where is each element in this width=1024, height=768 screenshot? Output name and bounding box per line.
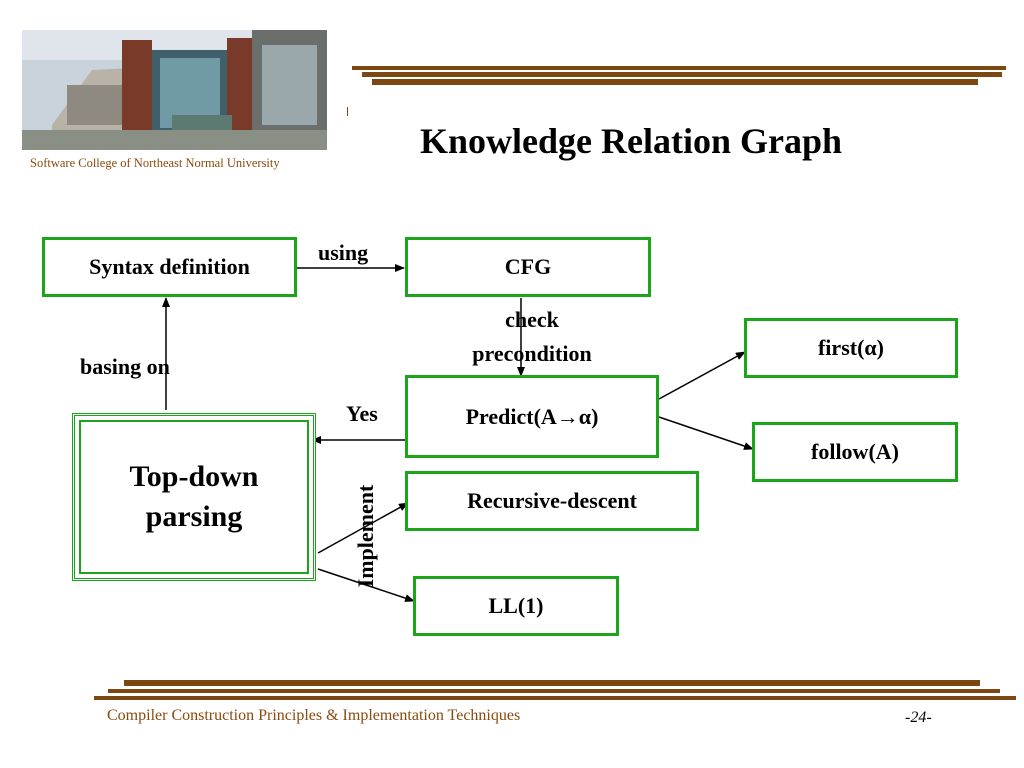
college-name: Software College of Northeast Normal Uni… [30,156,280,170]
building-photo [22,30,327,150]
header-tick [347,107,348,116]
top-rule-3 [372,79,978,85]
node-first-label: first(α) [817,335,885,360]
edge-label-precondition: precondition [472,341,592,366]
footer-course-title: Compiler Construction Principles & Imple… [107,707,521,724]
arrow-predict-to-first [658,351,746,400]
node-syntax-label: Syntax definition [89,254,250,279]
page-number: -24- [905,709,932,726]
bottom-rule-3 [94,696,1016,700]
node-first: first(α) [744,318,958,378]
top-rule-2 [362,72,1002,77]
arrow-topdown-to-ll1 [317,568,415,602]
arrow-topdown-to-recursive [317,502,409,554]
bottom-rule-1 [124,680,980,686]
slide-title: Knowledge Relation Graph [420,121,843,161]
top-rule-1 [352,66,1006,70]
node-topdown-line1: Top-down [129,460,259,493]
edge-label-yes: Yes [346,401,378,426]
node-predict: Predict(A→α) [405,375,659,458]
arrow-predict-to-follow [658,416,754,450]
edge-label-check: check [505,307,559,332]
node-syntax-definition: Syntax definition [42,237,297,297]
node-predict-label: Predict(A→α) [465,403,599,429]
node-recursive-label: Recursive-descent [467,488,637,513]
edge-label-basing-on: basing on [80,354,170,379]
node-recursive-descent: Recursive-descent [405,471,699,531]
bottom-rule-2 [108,689,1000,693]
edge-label-check-precondition: check precondition [442,303,622,371]
node-cfg-label: CFG [504,254,552,279]
node-topdown-line2: parsing [145,500,243,533]
node-topdown-inner: Top-down parsing [79,420,309,574]
node-ll1: LL(1) [413,576,619,636]
node-cfg: CFG [405,237,651,297]
node-topdown-parsing: Top-down parsing [72,413,316,581]
edge-label-using: using [318,240,369,265]
node-follow: follow(A) [752,422,958,482]
node-ll1-label: LL(1) [488,593,544,618]
edge-label-implement: Implement [353,484,378,588]
node-follow-label: follow(A) [811,439,899,464]
